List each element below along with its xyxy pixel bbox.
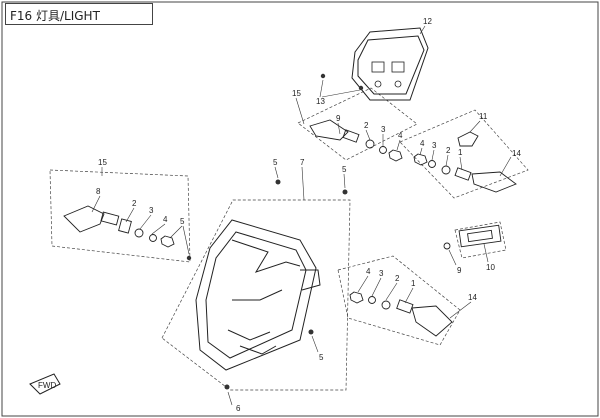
callout-2-front-left: 2 bbox=[132, 199, 137, 208]
callout-9-rear-left: 9 bbox=[336, 114, 341, 123]
group-box-rear-right-signal bbox=[399, 109, 529, 199]
callout-9-plate: 9 bbox=[457, 266, 462, 275]
leader-lines bbox=[91, 25, 512, 406]
callout-4-front-left: 4 bbox=[163, 215, 168, 224]
callout-2-rear-left: 2 bbox=[364, 121, 369, 130]
callout-5-bottom: 5 bbox=[319, 353, 324, 362]
callout-14-rear-right: 14 bbox=[512, 149, 521, 158]
callout-1-rear-right: 1 bbox=[458, 148, 463, 157]
callout-numbers: 12 13 15 9 2 3 4 11 14 4 3 2 1 15 8 2 3 … bbox=[96, 17, 521, 413]
callout-15-rear-left: 15 bbox=[292, 89, 301, 98]
callout-5-top: 5 bbox=[273, 158, 278, 167]
callout-6: 6 bbox=[236, 404, 241, 413]
callout-1-front-right: 1 bbox=[411, 279, 416, 288]
callout-13: 13 bbox=[316, 97, 325, 106]
group-box-front-right-signal bbox=[337, 255, 461, 346]
page-title: F16 灯具/LIGHT bbox=[10, 9, 100, 23]
signal-bracket bbox=[457, 131, 479, 147]
callout-12: 12 bbox=[423, 17, 432, 26]
callout-2-rear-right: 2 bbox=[446, 146, 451, 155]
fwd-label: FWD bbox=[38, 381, 56, 390]
callout-3-rear-left: 3 bbox=[381, 125, 386, 134]
front-left-turn-signal bbox=[63, 205, 175, 248]
callout-11: 11 bbox=[479, 112, 488, 121]
callout-3-front-left: 3 bbox=[149, 206, 154, 215]
callout-10: 10 bbox=[486, 263, 495, 272]
headlight-assembly bbox=[195, 219, 321, 371]
license-plate-light bbox=[443, 224, 502, 250]
callout-4-rear-left: 4 bbox=[398, 131, 403, 140]
callout-5-right: 5 bbox=[342, 165, 347, 174]
callout-8-front-left: 8 bbox=[96, 187, 101, 196]
callout-15-front-left: 15 bbox=[98, 158, 107, 167]
tail-light-bolts bbox=[320, 73, 364, 91]
callout-7: 7 bbox=[300, 158, 305, 167]
title-box: F16 灯具/LIGHT bbox=[5, 3, 153, 25]
tail-light bbox=[351, 27, 429, 101]
group-box-front-left-signal bbox=[49, 169, 191, 263]
group-box-plate-light bbox=[454, 221, 507, 259]
headlight-bolts bbox=[186, 179, 348, 390]
rear-right-turn-signal bbox=[413, 153, 517, 193]
front-right-turn-signal bbox=[349, 291, 453, 337]
callout-3-rear-right: 3 bbox=[432, 141, 437, 150]
callout-4-rear-right: 4 bbox=[420, 139, 425, 148]
rear-left-turn-signal bbox=[309, 119, 403, 162]
callout-5-left: 5 bbox=[180, 217, 185, 226]
group-box-headlight bbox=[161, 199, 351, 391]
callout-4-front-right: 4 bbox=[366, 267, 371, 276]
forward-arrow-icon: FWD bbox=[29, 373, 61, 395]
callout-2-front-right: 2 bbox=[395, 274, 400, 283]
callout-3-front-right: 3 bbox=[379, 269, 384, 278]
callout-14-front-right: 14 bbox=[468, 293, 477, 302]
